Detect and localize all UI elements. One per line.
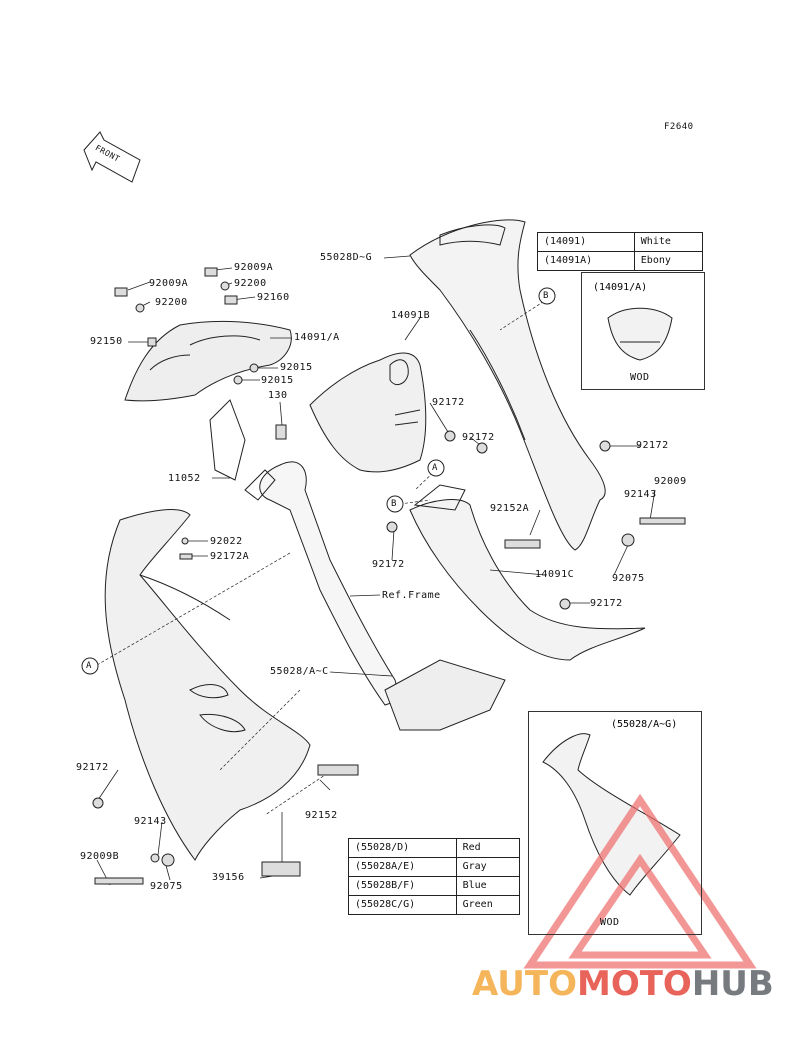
figure-code: F2640 [664,122,694,132]
part-label: 92015 [280,362,313,373]
part-label: 92172 [76,762,109,773]
table-cell: Blue [455,876,521,896]
table-cell: Gray [455,857,521,877]
part-label: 39156 [212,872,245,883]
inset-title: (14091/A) [593,282,648,293]
inset-box-top [581,272,705,390]
part-label: 92075 [612,573,645,584]
inset-top-part [607,307,673,361]
table-cell: (55028C/G) [348,895,457,915]
callout-a: A [432,463,438,473]
part-label: 92200 [234,278,267,289]
part-label: 92075 [150,881,183,892]
color-table-top: (14091) White (14091A) Ebony [537,232,704,271]
watermark-triangle [523,793,757,969]
table-cell: (14091A) [537,251,635,271]
inset-bottom-part [542,733,681,896]
part-label: 92015 [261,375,294,386]
table-row: (14091A) Ebony [537,251,704,271]
part-label: 92160 [257,292,290,303]
part-label: 92150 [90,336,123,347]
part-label: 92172 [462,432,495,443]
part-label: 92172A [210,551,250,562]
table-row: (55028B/F) Blue [348,876,521,896]
inset-note: WOD [630,372,650,383]
part-label: 92172 [590,598,623,609]
watermark-logo: AUTOMOTOHUB [472,964,774,1004]
part-label: Ref.Frame [382,590,441,601]
callout-b: B [543,291,549,301]
part-label: 92009A [149,278,189,289]
color-table-bottom: (55028/D) Red (55028A/E) Gray (55028B/F)… [348,838,521,915]
part-label: 14091/A [294,332,340,343]
table-row: (14091) White [537,232,704,252]
part-label: 92009 [654,476,687,487]
callout-a: A [86,661,92,671]
right-side-cover [409,219,606,551]
part-label: 92143 [624,489,657,500]
lower-cover-14091c [409,484,646,661]
part-label: 92152 [305,810,338,821]
watermark-part: MOTO [576,964,692,1004]
part-label: 92009A [234,262,274,273]
fastener-icons [92,267,686,885]
upper-cover-14091a [124,320,292,402]
front-arrow-icon [83,131,141,183]
table-row: (55028/D) Red [348,838,521,858]
part-label: 92143 [134,816,167,827]
table-cell: (55028/D) [348,838,457,858]
table-row: (55028C/G) Green [348,895,521,915]
inset-note: WOD [600,917,620,928]
part-label: 92172 [372,559,405,570]
inset-box-bottom [528,711,702,935]
table-cell: (14091) [537,232,635,252]
inset-title: (55028/A~G) [611,719,678,730]
leg-shield-55028 [104,509,311,861]
table-cell: (55028B/F) [348,876,457,896]
ref-frame [209,399,506,731]
table-cell: Green [455,895,521,915]
table-cell: Red [455,838,521,858]
part-label: 55028/A~C [270,666,329,677]
callout-b: B [391,499,397,509]
part-label: 92200 [155,297,188,308]
part-label: 130 [268,390,288,401]
part-label: 55028D~G [320,252,373,263]
watermark-part: HUB [691,964,774,1004]
part-label: 92022 [210,536,243,547]
part-label: 92172 [636,440,669,451]
part-label: 92009B [80,851,120,862]
part-label: 92152A [490,503,530,514]
table-cell: Ebony [633,251,704,271]
part-label: 14091B [391,310,431,321]
watermark-part: AUTO [472,964,577,1004]
table-row: (55028A/E) Gray [348,857,521,877]
table-cell: White [633,232,704,252]
inner-cover-14091b [309,352,427,473]
part-label: 11052 [168,473,201,484]
part-label: 92172 [432,397,465,408]
table-cell: (55028A/E) [348,857,457,877]
part-label: 14091C [535,569,575,580]
